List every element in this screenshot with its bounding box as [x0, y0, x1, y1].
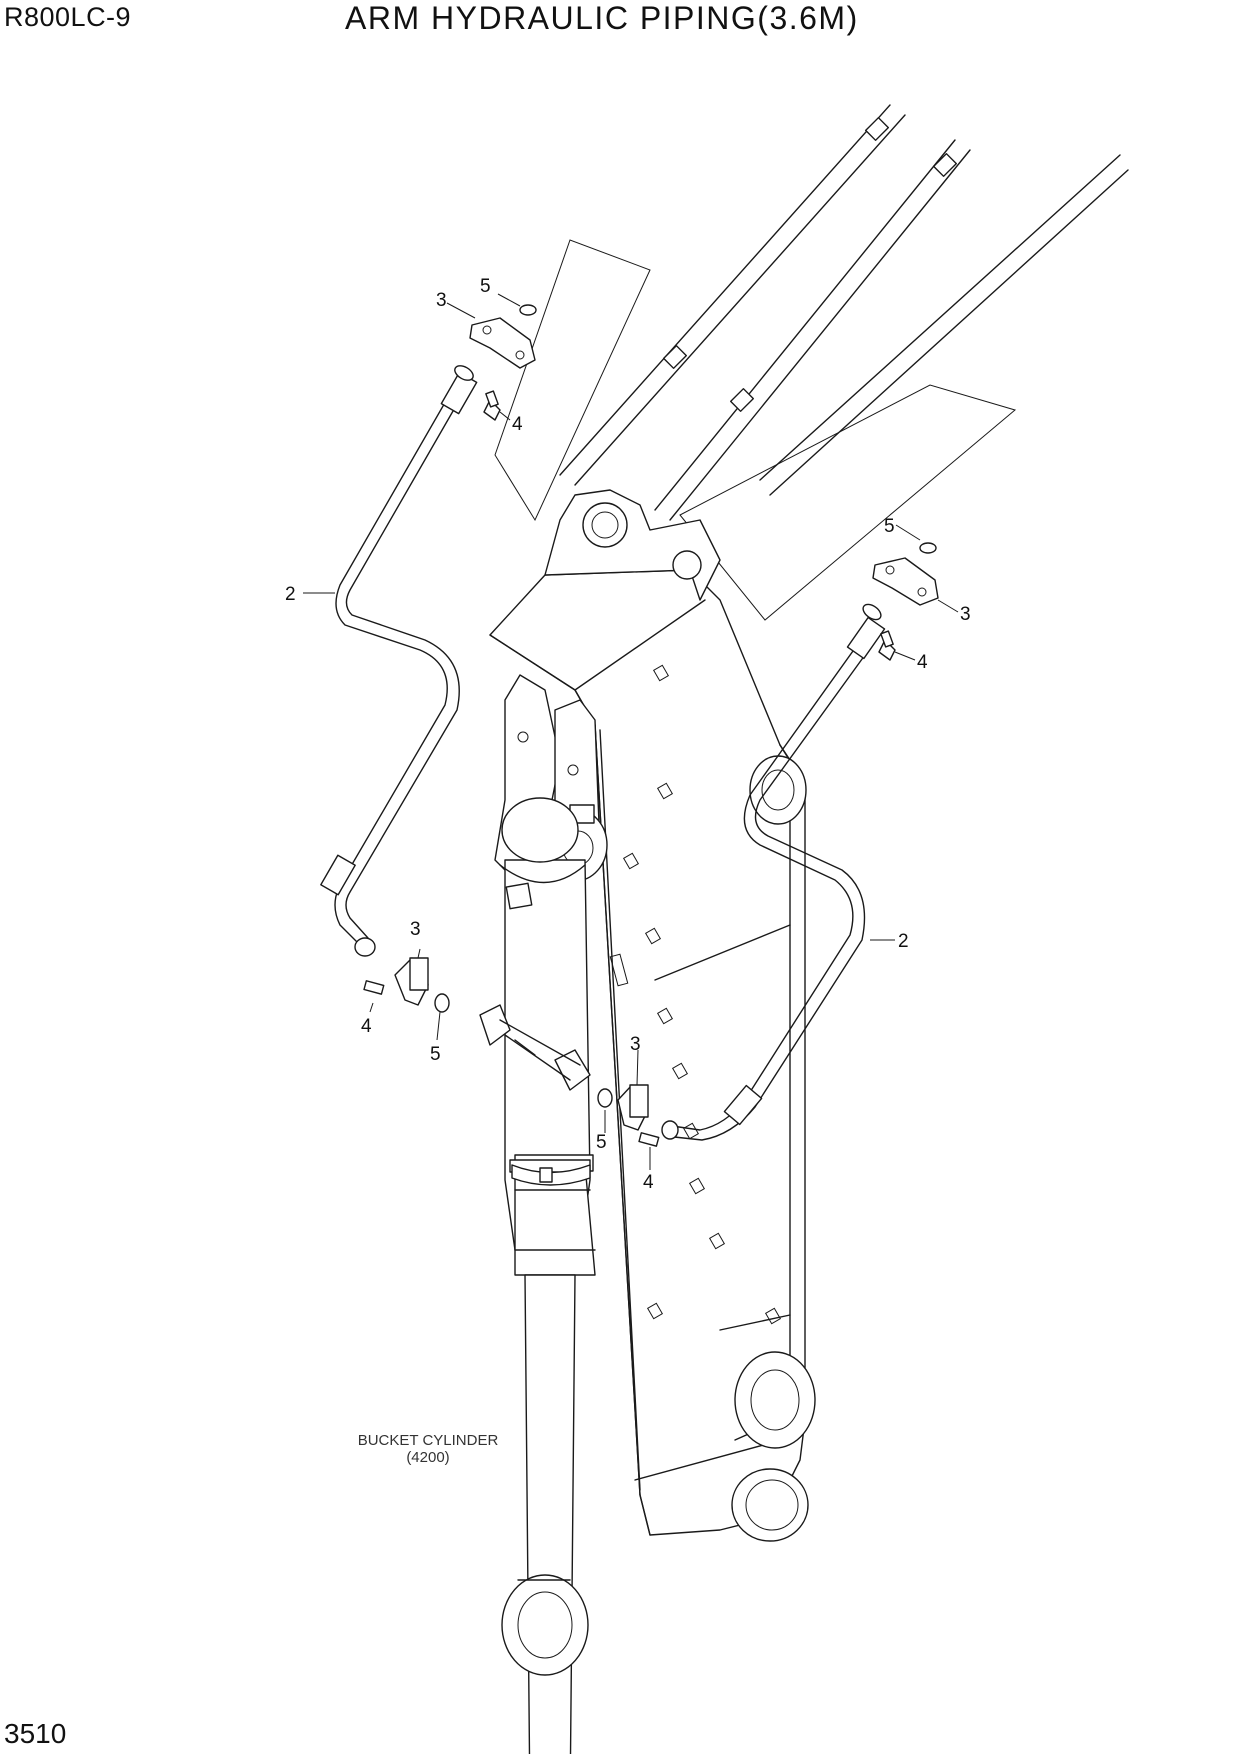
reference-label-line2: (4200) — [406, 1449, 449, 1466]
callout-2-right: 2 — [898, 931, 909, 952]
callout-labels: 2 3 4 5 3 4 5 2 5 3 4 3 4 5 — [285, 276, 971, 1193]
flange-lower-right — [597, 1084, 660, 1147]
callout-5-lower-left: 5 — [430, 1044, 441, 1065]
callout-3-lower-left: 3 — [410, 919, 421, 940]
reference-planes — [494, 239, 1017, 621]
callout-5-top-right: 5 — [884, 516, 895, 537]
callout-3-lower-right: 3 — [630, 1034, 641, 1055]
arm-body — [489, 489, 816, 1542]
reference-label-line1: BUCKET CYLINDER — [358, 1432, 499, 1449]
leader-lines — [303, 293, 959, 1170]
hose-left — [320, 365, 478, 957]
page-number: 3510 — [4, 1718, 67, 1749]
callout-2-left: 2 — [285, 584, 296, 605]
bucket-cylinder — [499, 797, 596, 1754]
diagram-title: ARM HYDRAULIC PIPING(3.6M) — [345, 0, 859, 36]
callout-4-lower-left: 4 — [361, 1016, 372, 1037]
callout-4-top-left: 4 — [512, 414, 523, 435]
callout-4-lower-right: 4 — [643, 1172, 654, 1193]
flange-top-left — [469, 304, 537, 421]
callout-4-top-right: 4 — [917, 652, 928, 673]
callout-3-top-left: 3 — [436, 290, 447, 311]
flange-lower-left — [363, 957, 450, 1013]
callout-5-top-left: 5 — [480, 276, 491, 297]
flange-top-right — [872, 542, 939, 661]
boom-pipes — [559, 104, 1129, 521]
pipe-clamp — [479, 1004, 591, 1091]
model-code: R800LC-9 — [4, 2, 132, 32]
callout-5-lower-right: 5 — [596, 1132, 607, 1153]
hose-right — [661, 603, 886, 1141]
callout-3-top-right: 3 — [960, 604, 971, 625]
bucket-cylinder-reference: BUCKET CYLINDER (4200) — [358, 1432, 499, 1466]
